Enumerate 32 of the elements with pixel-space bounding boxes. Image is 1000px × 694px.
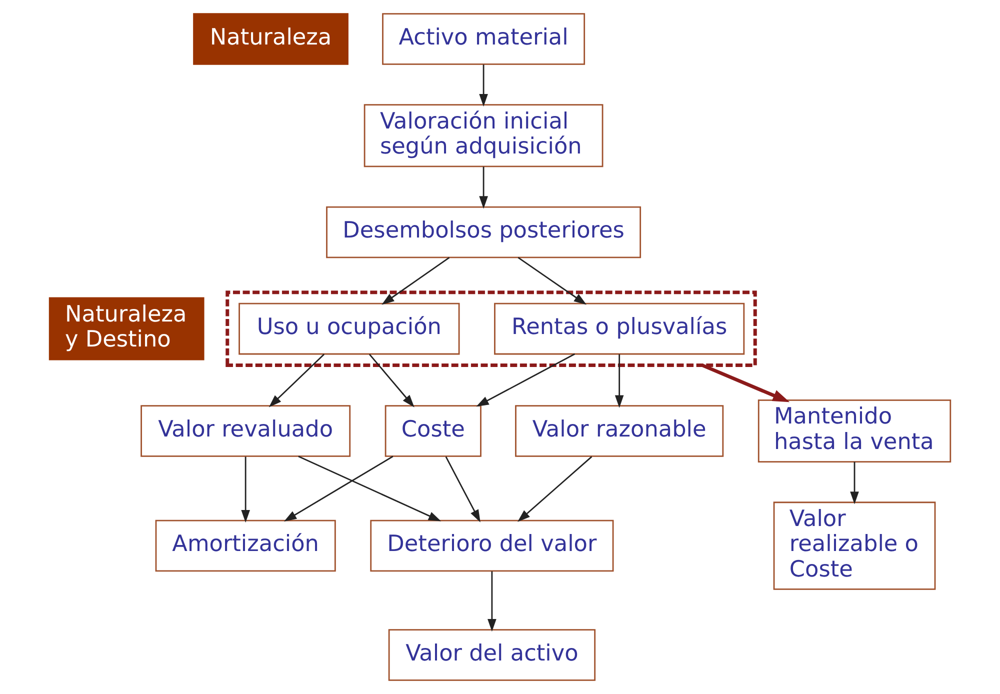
arrow: [479, 166, 488, 209]
node-box: Deterioro del valor: [370, 520, 614, 572]
node-box: Valor revaluado: [140, 405, 351, 457]
arrow: [445, 456, 480, 522]
node-box: Amortización: [155, 520, 336, 572]
arrow: [241, 456, 250, 523]
node-box: Desembolsos posteriores: [326, 206, 642, 258]
node-box: Naturaleza y Destino: [48, 297, 204, 360]
node-box: Valor del activo: [388, 629, 596, 681]
arrow: [518, 256, 587, 305]
arrow: [479, 64, 488, 107]
arrow: [298, 456, 442, 522]
arrow: [368, 354, 414, 408]
node-box: Rentas o plusvalías: [494, 302, 745, 355]
node-box: Valoración inicial según adquisición: [364, 104, 604, 168]
node-box: Mantenido hasta la venta: [758, 400, 952, 462]
arrow: [284, 456, 394, 522]
arrow: [614, 354, 624, 408]
node-box: Coste: [384, 405, 482, 457]
cluster: [226, 290, 757, 367]
arrow: [701, 364, 790, 402]
arrow: [518, 456, 592, 522]
node-box: Naturaleza: [193, 13, 348, 65]
node-box: Activo material: [382, 13, 586, 65]
arrow: [476, 353, 576, 407]
node-box: Uso u ocupación: [238, 302, 460, 355]
node-box: Valor razonable: [515, 405, 724, 457]
arrow: [488, 571, 496, 632]
arrow: [850, 462, 859, 504]
arrow: [268, 354, 325, 408]
arrow: [382, 256, 450, 305]
node-box: Valor realizable o Coste: [773, 502, 936, 590]
